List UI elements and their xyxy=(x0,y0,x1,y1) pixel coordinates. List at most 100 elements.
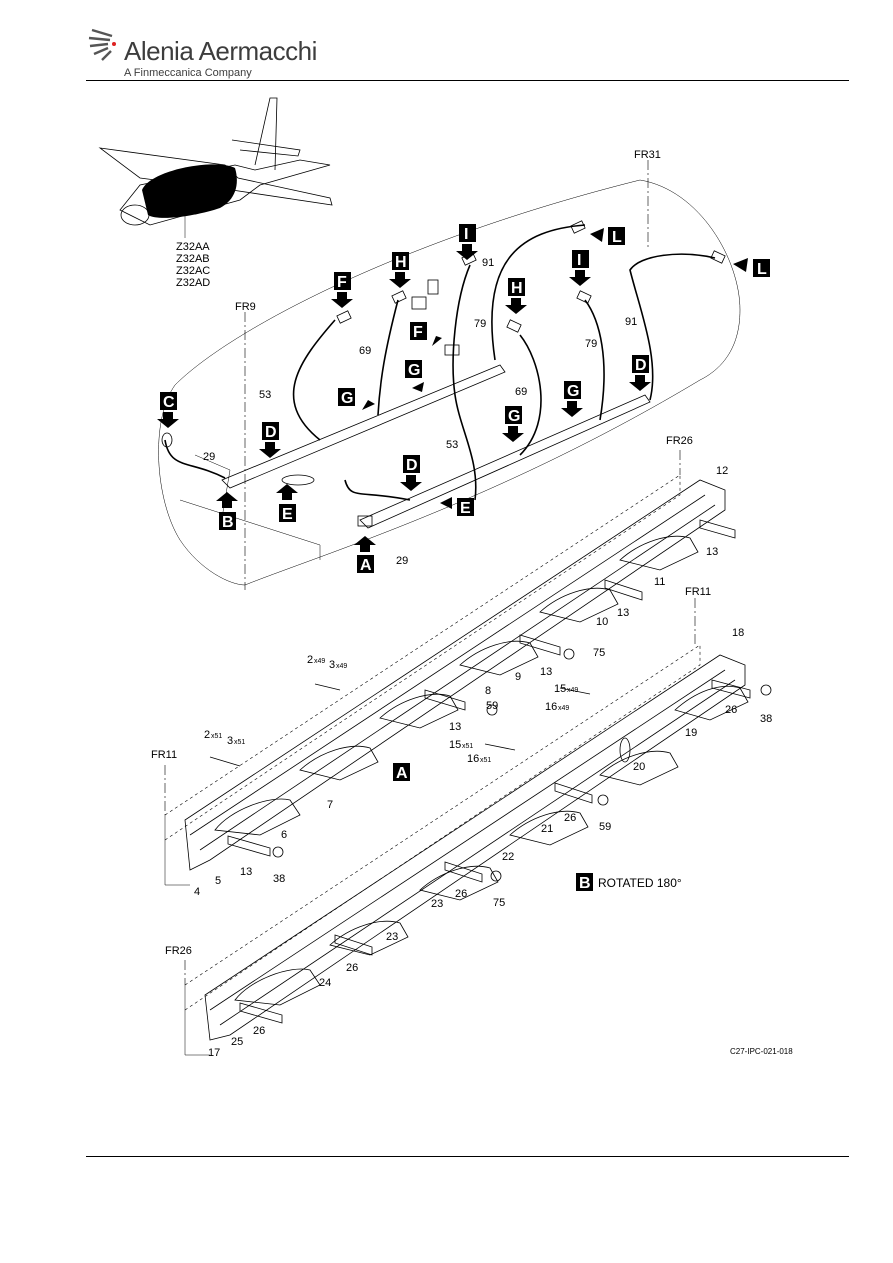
qty-3-b: x51 xyxy=(234,739,245,746)
effectivity-2: Z32AB xyxy=(176,253,210,265)
frame-fr31: FR31 xyxy=(634,149,661,161)
view-letter-b-detail: B xyxy=(579,875,591,892)
brand-subtitle: A Finmeccanica Company xyxy=(124,67,252,79)
qty-2-b: x51 xyxy=(211,733,222,740)
view-letter-f-2: F xyxy=(413,324,423,341)
item-53-a: 53 xyxy=(259,389,271,401)
item-26-e: 26 xyxy=(725,704,737,716)
item-75-a: 75 xyxy=(593,647,605,659)
rotated-note: ROTATED 180° xyxy=(598,876,682,890)
view-letter-e-1: E xyxy=(282,506,293,523)
item-21: 21 xyxy=(541,823,553,835)
view-letter-g-4: G xyxy=(567,383,579,400)
company-logo-icon xyxy=(88,28,116,61)
view-letter-l-2: L xyxy=(757,261,767,278)
item-10: 10 xyxy=(596,616,608,628)
item-79-a: 79 xyxy=(474,318,486,330)
view-letter-f-1: F xyxy=(337,274,347,291)
item-11: 11 xyxy=(654,576,665,588)
drawing-code: C27-IPC-021-018 xyxy=(730,1047,793,1056)
footer-rule xyxy=(86,1156,849,1157)
view-letter-c: C xyxy=(163,394,175,411)
item-53-b: 53 xyxy=(446,439,458,451)
item-59-a: 59 xyxy=(486,700,498,712)
item-13-e: 13 xyxy=(706,546,718,558)
item-15-b: 15 xyxy=(449,739,461,751)
view-letter-a: A xyxy=(360,557,372,574)
view-letter-d-3: D xyxy=(635,357,647,374)
item-25: 25 xyxy=(231,1036,243,1048)
qty-3-a: x49 xyxy=(336,663,347,670)
item-19: 19 xyxy=(685,727,697,739)
item-6: 6 xyxy=(281,829,287,841)
item-13-b: 13 xyxy=(449,721,461,733)
item-69-a: 69 xyxy=(359,345,371,357)
item-5: 5 xyxy=(215,875,221,887)
view-letter-h-1: H xyxy=(395,254,407,271)
item-79-b: 79 xyxy=(585,338,597,350)
qty-16-a: x49 xyxy=(558,705,569,712)
item-13-a: 13 xyxy=(240,866,252,878)
aircraft-locator-icon xyxy=(98,97,333,238)
item-18: 18 xyxy=(732,627,744,639)
item-26-b: 26 xyxy=(346,962,358,974)
item-16-b: 16 xyxy=(467,753,479,765)
item-91-b: 91 xyxy=(625,316,637,328)
item-2-a: 2 xyxy=(307,654,313,666)
effectivity-3: Z32AC xyxy=(176,265,210,277)
strip-assembly-a xyxy=(164,450,736,886)
item-3-a: 3 xyxy=(329,659,335,671)
view-letter-i-2: I xyxy=(577,252,581,269)
item-17: 17 xyxy=(208,1047,220,1059)
view-letter-i-1: I xyxy=(464,226,468,243)
view-letter-g-2: G xyxy=(408,362,420,379)
qty-2-a: x49 xyxy=(314,658,325,665)
strip-assembly-b xyxy=(184,598,772,1056)
item-2-b: 2 xyxy=(204,729,210,741)
effectivity-1: Z32AA xyxy=(176,241,210,253)
item-4: 4 xyxy=(194,886,200,898)
item-38-a: 38 xyxy=(273,873,285,885)
frame-fr9: FR9 xyxy=(235,301,256,313)
item-22: 22 xyxy=(502,851,514,863)
fuselage-section xyxy=(158,160,741,590)
item-38-b: 38 xyxy=(760,713,772,725)
qty-15-a: x49 xyxy=(567,687,578,694)
view-markers: A A B B C D D D E E F F xyxy=(157,224,770,892)
item-69-b: 69 xyxy=(515,386,527,398)
view-letter-d-1: D xyxy=(265,424,277,441)
item-15-a: 15 xyxy=(554,683,566,695)
item-3-b: 3 xyxy=(227,735,233,747)
item-26-d: 26 xyxy=(564,812,576,824)
item-26-a: 26 xyxy=(253,1025,265,1037)
view-letter-d-2: D xyxy=(406,457,418,474)
item-9: 9 xyxy=(515,671,521,683)
item-24: 24 xyxy=(319,977,331,989)
item-20: 20 xyxy=(633,761,645,773)
brand-name: Alenia Aermacchi xyxy=(124,36,317,66)
item-23-a: 23 xyxy=(431,898,443,910)
frame-fr26-upper: FR26 xyxy=(666,435,693,447)
item-91-a: 91 xyxy=(482,257,494,269)
item-8: 8 xyxy=(485,685,491,697)
view-letter-a-detail: A xyxy=(396,765,408,782)
item-75-b: 75 xyxy=(493,897,505,909)
item-23-b: 23 xyxy=(386,931,398,943)
item-13-d: 13 xyxy=(617,607,629,619)
item-16-a: 16 xyxy=(545,701,557,713)
item-7: 7 xyxy=(327,799,333,811)
qty-16-b: x51 xyxy=(480,757,491,764)
view-letter-h-2: H xyxy=(511,280,523,297)
qty-15-b: x51 xyxy=(462,743,473,750)
item-29-a: 29 xyxy=(203,451,215,463)
item-13-c: 13 xyxy=(540,666,552,678)
view-letter-g-3: G xyxy=(508,408,520,425)
effectivity-4: Z32AD xyxy=(176,277,210,289)
view-letter-b: B xyxy=(222,514,234,531)
frame-fr26-lower: FR26 xyxy=(165,945,192,957)
view-letter-g-1: G xyxy=(341,390,353,407)
item-26-c: 26 xyxy=(455,888,467,900)
view-letter-e-2: E xyxy=(460,500,471,517)
item-29-b: 29 xyxy=(396,555,408,567)
